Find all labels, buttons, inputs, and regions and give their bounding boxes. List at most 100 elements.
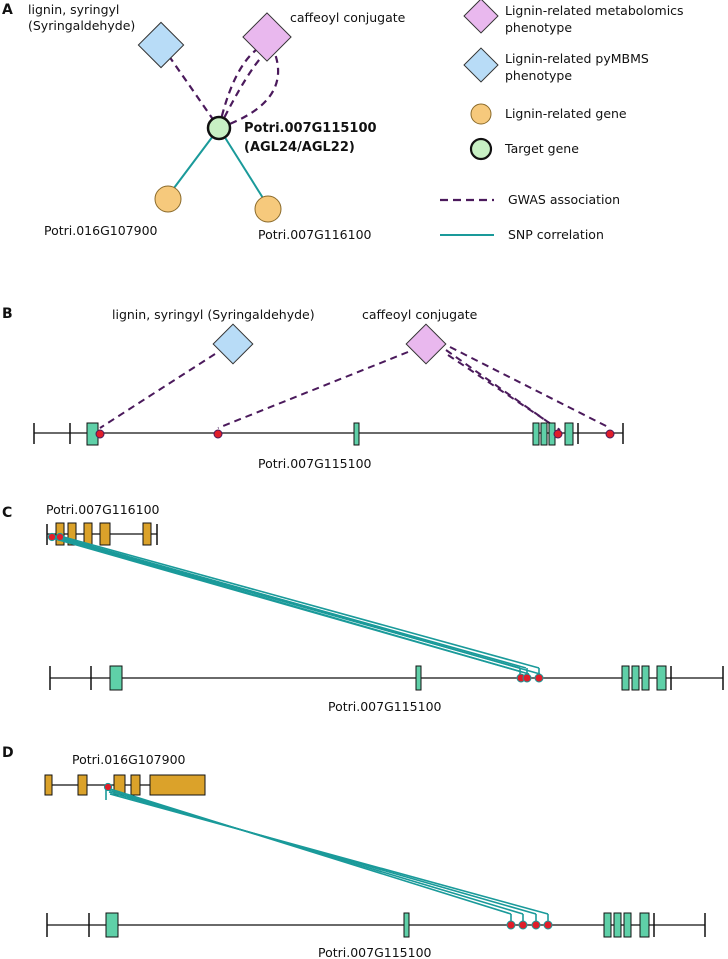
exon (564, 422, 574, 446)
panel-b-lignin-label: lignin, syringyl (Syringaldehyde) (112, 307, 315, 322)
lignin-gene-node-right (254, 195, 282, 223)
snp-edge-left (167, 127, 220, 197)
snp-marker (543, 920, 553, 930)
legend-lignin-gene-label: Lignin-related gene (505, 106, 627, 121)
panel-b-lignin-diamond (212, 323, 254, 365)
snp-marker (534, 673, 544, 683)
exon (656, 665, 667, 691)
panel-b-letter: B (2, 306, 13, 322)
snp-marker (95, 429, 105, 439)
exon (613, 912, 622, 938)
gwas-edge-caffeoyl-3 (218, 41, 280, 130)
caffeoyl-node-label: caffeoyl conjugate (290, 10, 406, 25)
pymbms-node-lignin (137, 21, 185, 69)
exon (130, 774, 141, 796)
panel-c-bottom-snp-markers (516, 673, 544, 683)
panel-b-gwas-line (447, 354, 561, 431)
exon (623, 912, 632, 938)
exon (44, 774, 53, 796)
legend-pymbms-label-2: phenotype (505, 68, 572, 83)
snp-marker (103, 782, 113, 792)
legend-target-gene-label: Target gene (504, 141, 579, 156)
panel-d-top-gene-label: Potri.016G107900 (72, 752, 186, 767)
panel-b-gene-model (33, 422, 624, 446)
exon (83, 522, 93, 546)
panel-c-snp-lines (50, 535, 541, 678)
panel-b-caffeoyl-diamond (405, 323, 447, 365)
exon (532, 422, 540, 446)
legend-target-gene-icon (469, 137, 493, 161)
snp-edge-right (218, 127, 269, 207)
exon (631, 665, 640, 691)
panel-c-top-gene-label: Potri.007G116100 (46, 502, 160, 517)
snp-marker (506, 920, 516, 930)
exon (142, 522, 152, 546)
gene-right-label: Potri.007G116100 (258, 227, 372, 242)
panel-d-top-gene-model (44, 774, 206, 796)
snp-marker (553, 429, 563, 439)
exon (99, 522, 111, 546)
panel-b-gwas-lines (99, 346, 611, 431)
gwas-edge-lignin (161, 45, 220, 129)
gwas-edge-caffeoyl-2 (218, 51, 267, 129)
panel-b-caffeoyl-label: caffeoyl conjugate (362, 307, 478, 322)
panel-a-snp-edges (167, 127, 269, 207)
legend-gwas-label: GWAS association (508, 192, 620, 207)
snp-marker (55, 532, 65, 542)
panel-c-bottom-gene-label: Potri.007G115100 (328, 699, 442, 714)
legend-metabolomics-icon (463, 0, 499, 34)
snp-marker (213, 429, 223, 439)
panel-b-gwas-line (217, 351, 409, 429)
gene-left-label: Potri.016G107900 (44, 223, 158, 238)
snp-correlation-line (61, 537, 541, 675)
panel-b-gwas-line (449, 346, 611, 429)
panel-c-bottom-gene-model (49, 665, 724, 691)
exon (639, 912, 650, 938)
metabolomics-node-caffeoyl (242, 12, 292, 62)
exon (603, 912, 612, 938)
lignin-node-label-1: lignin, syringyl (28, 2, 119, 17)
panel-b-gene-label: Potri.007G115100 (258, 456, 372, 471)
lignin-node-label-2: (Syringaldehyde) (28, 18, 135, 33)
legend-pymbms-label-1: Lignin-related pyMBMS (505, 51, 649, 66)
panel-b-gwas-line (99, 353, 216, 429)
snp-correlation-line (59, 535, 540, 669)
panel-b-snp-markers (95, 429, 615, 439)
snp-correlation-line (106, 787, 512, 915)
gwas-edge-caffeoyl-1 (217, 49, 257, 129)
legend-metabolomics-label-2: phenotype (505, 20, 572, 35)
panel-d-letter: D (2, 745, 14, 761)
legend: Lignin-related metabolomics phenotype Li… (440, 0, 684, 242)
legend-lignin-gene-icon (470, 103, 492, 125)
panel-d-bottom-snp-markers (506, 920, 553, 930)
exon (621, 665, 630, 691)
exon (149, 774, 206, 796)
exon (641, 665, 650, 691)
exon (77, 774, 88, 796)
snp-marker (605, 429, 615, 439)
exon (415, 665, 422, 691)
target-gene-label-1: Potri.007G115100 (244, 121, 377, 136)
panel-c-top-snp-markers (47, 532, 65, 542)
snp-marker (518, 920, 528, 930)
target-gene-label-2: (AGL24/AGL22) (244, 140, 355, 155)
exon (353, 422, 360, 446)
panel-d-bottom-gene-label: Potri.007G115100 (318, 945, 432, 959)
panel-c-letter: C (2, 505, 12, 521)
snp-correlation-line (56, 537, 530, 675)
exon (67, 522, 77, 546)
panel-d-bottom-gene-model (46, 912, 706, 938)
exon (109, 665, 123, 691)
lignin-gene-node-left (154, 185, 182, 213)
snp-correlation-line (107, 789, 524, 915)
target-gene-node (206, 115, 232, 141)
legend-pymbms-icon (463, 47, 499, 83)
snp-marker (47, 532, 57, 542)
exon (403, 912, 410, 938)
snp-correlation-line (109, 793, 549, 915)
panel-d-snp-lines (105, 786, 549, 925)
legend-metabolomics-label-1: Lignin-related metabolomics (505, 3, 684, 18)
panel-b-gwas-line (445, 349, 556, 428)
exon (105, 912, 119, 938)
